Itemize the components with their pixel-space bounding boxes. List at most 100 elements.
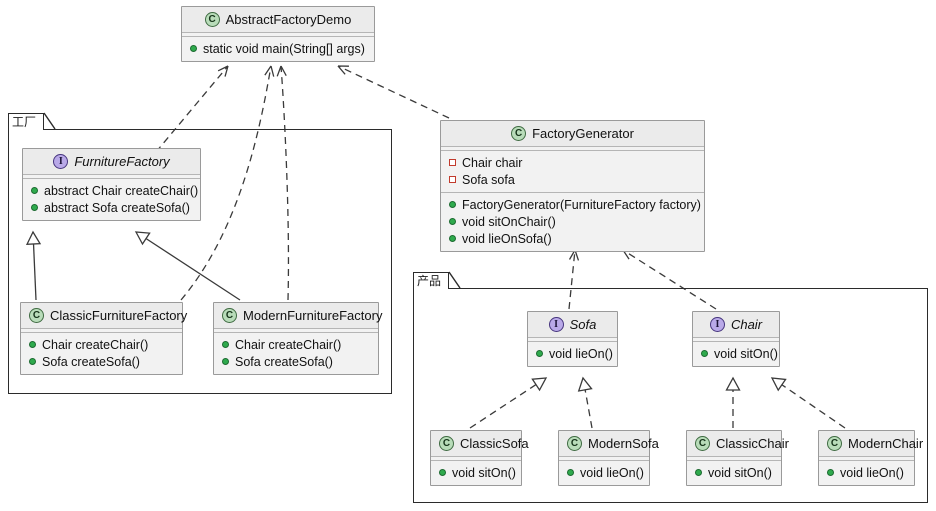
compartment-divider — [214, 329, 378, 333]
method-label: void sitOn() — [452, 465, 516, 480]
class-icon: C — [222, 308, 237, 323]
package-label: 产品 — [417, 274, 442, 288]
public-visibility-icon — [31, 187, 38, 194]
class-icon: C — [204, 12, 220, 27]
public-visibility-icon — [449, 201, 456, 208]
class-box-classic-chair[interactable]: C ClassicChair void sitOn() — [686, 430, 789, 486]
method-label: Chair createChair() — [235, 337, 342, 352]
public-visibility-icon — [701, 350, 708, 357]
class-name: AbstractFactoryDemo — [225, 12, 352, 27]
public-visibility-icon — [695, 469, 702, 476]
class-icon: C — [29, 308, 44, 323]
field-row: Sofa sofa — [441, 171, 704, 188]
class-header-chair: I Chair — [693, 312, 779, 338]
method-label: void lieOnSofa() — [462, 231, 552, 246]
interface-icon: I — [709, 317, 725, 332]
compartment-divider — [182, 33, 374, 37]
method-row: void lieOn() — [819, 464, 914, 481]
open-arrowhead — [337, 65, 349, 75]
compartment-divider — [528, 338, 617, 342]
interface-icon: I — [53, 154, 69, 169]
class-header-factory-generator: C FactoryGenerator — [441, 121, 704, 147]
compartment-divider — [23, 175, 200, 179]
public-visibility-icon — [449, 235, 456, 242]
field-label: Sofa sofa — [462, 172, 515, 187]
method-row: void sitOn() — [693, 345, 779, 362]
method-label: void sitOnChair() — [462, 214, 556, 229]
package-label: 工厂 — [12, 115, 37, 129]
class-name: ClassicChair — [716, 436, 789, 451]
compartment-divider — [559, 457, 649, 461]
methods-compartment: void lieOn() — [819, 461, 914, 485]
method-row: Chair createChair() — [214, 336, 378, 353]
public-visibility-icon — [31, 204, 38, 211]
public-visibility-icon — [827, 469, 834, 476]
class-name: ModernSofa — [588, 436, 659, 451]
compartment-divider — [687, 457, 781, 461]
methods-compartment: void lieOn() — [559, 461, 649, 485]
methods-compartment: void lieOn() — [528, 342, 617, 366]
method-label: static void main(String[] args) — [203, 41, 365, 56]
class-name: ClassicFurnitureFactory — [50, 308, 188, 323]
class-icon: C — [695, 436, 710, 451]
method-label: Sofa createSofa() — [235, 354, 333, 369]
class-name: Chair — [730, 317, 763, 332]
open-arrowhead — [217, 65, 229, 77]
method-label: void lieOn() — [580, 465, 644, 480]
methods-compartment: void sitOn() — [431, 461, 521, 485]
method-row: Sofa createSofa() — [21, 353, 182, 370]
methods-compartment: static void main(String[] args) — [182, 37, 374, 61]
interface-icon: I — [548, 317, 564, 332]
compartment-divider — [21, 329, 182, 333]
private-visibility-icon — [449, 176, 456, 183]
public-visibility-icon — [536, 350, 543, 357]
class-box-sofa[interactable]: I Sofa void lieOn() — [527, 311, 618, 367]
public-visibility-icon — [190, 45, 197, 52]
public-visibility-icon — [449, 218, 456, 225]
class-header-sofa: I Sofa — [528, 312, 617, 338]
class-icon: C — [827, 436, 842, 451]
method-label: void sitOn() — [708, 465, 772, 480]
class-box-chair[interactable]: I Chair void sitOn() — [692, 311, 780, 367]
class-icon: C — [439, 436, 454, 451]
class-name: ModernChair — [848, 436, 924, 451]
class-name: Sofa — [569, 317, 597, 332]
public-visibility-icon — [439, 469, 446, 476]
compartment-divider — [819, 457, 914, 461]
method-label: Chair createChair() — [42, 337, 149, 352]
public-visibility-icon — [222, 358, 229, 365]
class-header-classic-furniture-factory: C ClassicFurnitureFactory — [21, 303, 187, 329]
class-box-abstract-factory-demo[interactable]: C AbstractFactoryDemo static void main(Str… — [181, 6, 375, 62]
open-arrowhead — [276, 65, 287, 77]
class-header-classic-chair: C ClassicChair — [687, 431, 789, 457]
package-tab-product: 产品 — [413, 272, 449, 289]
class-header-abstract-factory-demo: C AbstractFactoryDemo — [182, 7, 374, 33]
method-row: void sitOn() — [431, 464, 521, 481]
method-row: abstract Chair createChair() — [23, 182, 200, 199]
class-name: FactoryGenerator — [532, 126, 634, 141]
method-label: abstract Chair createChair() — [44, 183, 199, 198]
method-label: void sitOn() — [714, 346, 778, 361]
relation-demo-uses-factorygenerator — [337, 65, 450, 119]
method-label: Sofa createSofa() — [42, 354, 140, 369]
package-factory — [8, 129, 392, 394]
class-box-modern-chair[interactable]: C ModernChair void lieOn() — [818, 430, 923, 486]
field-row: Chair chair — [441, 154, 704, 171]
field-label: Chair chair — [462, 155, 523, 170]
method-row: Sofa createSofa() — [214, 353, 378, 370]
class-icon: C — [511, 126, 527, 141]
method-label: FactoryGenerator(FurnitureFactory factor… — [462, 197, 701, 212]
public-visibility-icon — [29, 341, 36, 348]
